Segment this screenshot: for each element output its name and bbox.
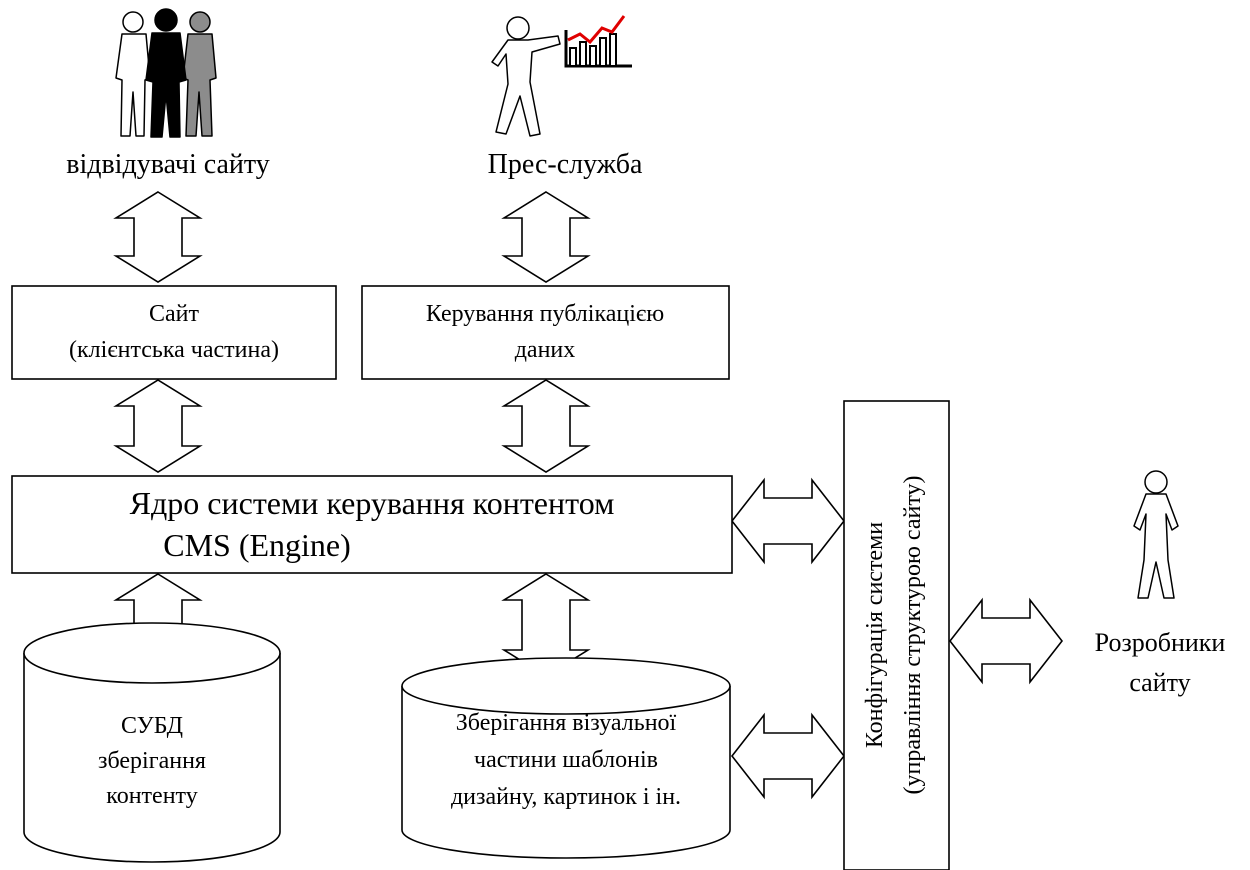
cms-engine-box [11, 475, 733, 574]
publishing-box-line1: Керування публікацією [426, 301, 664, 327]
developers-label-line2: сайту [1129, 668, 1190, 697]
site-box-title: Сайт [149, 301, 200, 327]
config-box-title: Конфігурація системи [862, 522, 888, 748]
developer-person-icon [1133, 470, 1179, 599]
engine-box-title: Ядро системи керування контентом [130, 485, 615, 521]
visual-templates-storage-cylinder [401, 657, 731, 859]
developers-label-line1: Розробники [1095, 628, 1226, 657]
arrow-visual-config [730, 712, 846, 800]
publishing-box [361, 285, 730, 380]
publishing-box-line2: даних [515, 337, 576, 363]
dbms-label-line3: контенту [106, 783, 197, 809]
dbms-label-line2: зберігання [98, 748, 206, 774]
arrow-publishing-engine [501, 379, 591, 473]
dbms-storage-cylinder [23, 622, 281, 863]
press-label: Прес-служба [488, 149, 643, 180]
visitors-group-icon [115, 8, 217, 138]
arrow-visitors-site [113, 191, 203, 283]
arrow-site-engine [113, 379, 203, 473]
site-client-box [11, 285, 337, 380]
visual-label-line2: частини шаблонів [474, 747, 658, 773]
arrow-press-publishing [501, 191, 591, 283]
dbms-label-line1: СУБД [121, 713, 183, 739]
site-box-subtitle: (клієнтська частина) [69, 337, 279, 363]
arrow-config-developers [948, 597, 1064, 685]
arrow-engine-config [730, 477, 846, 565]
visual-label-line1: Зберігання візуальної [456, 710, 677, 736]
engine-box-subtitle: CMS (Engine) [163, 527, 351, 563]
presenter-chart-icon [491, 15, 632, 137]
config-box-subtitle: (управління структурою сайту) [900, 475, 926, 794]
system-config-box [843, 400, 950, 870]
visitors-label: відвідувачі сайту [66, 149, 270, 180]
visual-label-line3: дизайну, картинок і ін. [451, 784, 681, 810]
